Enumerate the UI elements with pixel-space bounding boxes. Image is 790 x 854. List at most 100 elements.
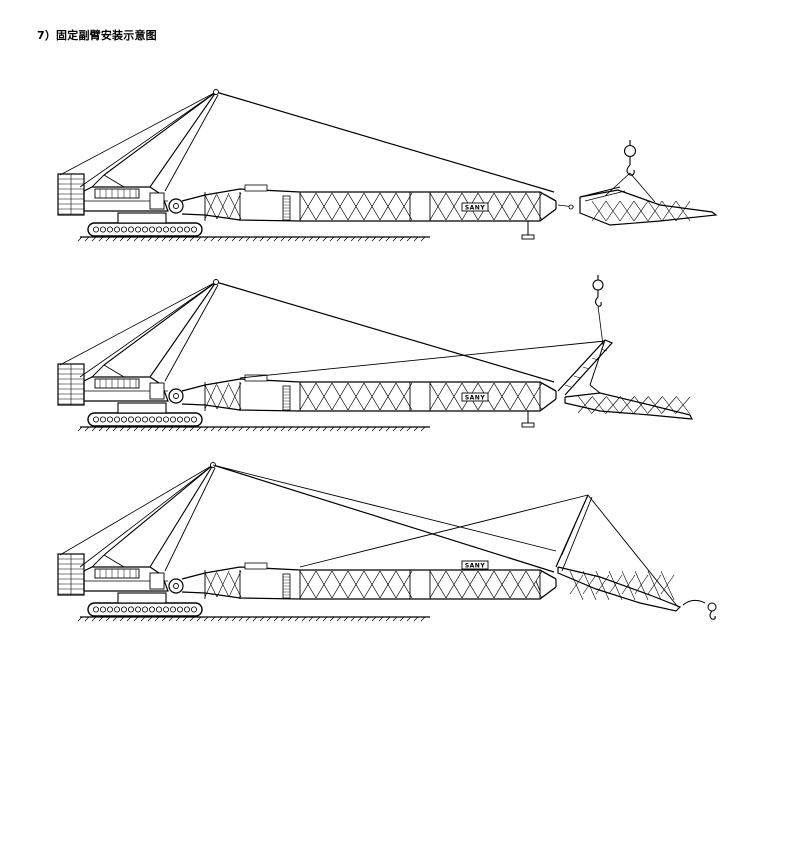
operator-cab [149,572,165,590]
boom-lacing [204,570,218,598]
ground-hatch [105,236,111,242]
car-body [117,212,167,224]
boom-foot-pin [173,393,179,399]
ground-hatch [175,236,181,242]
ground-hatch [399,426,405,432]
main-boom: SANY [181,560,557,600]
ground-hatch [392,236,398,242]
ground-hatch [105,426,111,432]
jib-lacing [633,200,649,222]
track-roller [100,226,107,233]
hook-sheave [592,279,604,291]
boom-lacing [228,572,242,598]
ground-hatch [140,616,146,622]
ground-hatch [210,426,216,432]
ground-hatch [126,616,132,622]
track-roller [162,416,169,423]
boom-walkway [244,562,268,570]
ground-hatch [112,616,118,622]
track-roller [107,416,114,423]
mast-strut-inner [164,94,219,192]
boom-lacing [216,192,230,220]
ground-hatch [294,426,300,432]
boom-lacing [509,570,527,599]
boom-lacing [379,570,397,599]
jib-lacing [675,396,691,414]
boom-pendant [215,281,555,383]
ground-hatch [301,236,307,242]
strut-lacing [591,357,599,361]
ground-hatch [322,616,328,622]
jib-lacing [569,570,584,601]
ground-hatch [294,616,300,622]
jib-backstay [299,494,589,568]
ground-hatch [245,236,251,242]
boom-bottom-chord [181,398,557,412]
crane-hook [626,164,635,176]
track-roller [155,226,162,233]
ground-hatch [217,236,223,242]
boom-lacing [395,382,413,411]
boom-lacing [347,192,365,221]
ground-hatch [133,236,139,242]
ground-hatch [294,236,300,242]
boom-lacing [216,572,230,598]
track-roller [127,226,134,233]
boom-lacing [395,192,413,221]
jib-pendant [587,494,679,608]
track-roller [162,226,169,233]
strut-lacing [561,524,576,556]
ground-hatch [196,616,202,622]
boom-lacing [363,570,381,599]
boom-lacing [493,570,511,599]
figure-step-1: SANY [0,75,790,250]
boom-lacing [525,192,543,221]
ground-hatch [133,616,139,622]
boom-lacing [363,192,381,221]
boom-lacing [204,384,218,410]
jib-lacing [647,396,663,414]
mast-strut [103,464,214,556]
track-roller [190,606,197,613]
boom-lacing [216,382,230,410]
strut-foot [589,384,601,394]
boom-lacing [315,382,333,411]
boom-lacing [493,382,511,411]
jib-lacing [608,574,623,595]
track-roller [176,226,183,233]
ground-hatch [336,616,342,622]
mast-strut [149,91,217,188]
boom-bottom-chord [181,208,557,222]
track-roller [176,606,183,613]
ground-hatch [406,426,412,432]
page-heading: 7）固定副臂安装示意图 [37,29,157,42]
ground-hatch [308,236,314,242]
ground-hatch [343,236,349,242]
ground-hatch [399,236,405,242]
boom-lacing [379,382,397,411]
track-roller [134,606,141,613]
jib-lacing [621,570,636,601]
backstay-pendant [59,91,217,176]
backstay-pendant [59,281,217,366]
ground-hatch [168,616,174,622]
ground-hatch [371,236,377,242]
ground-hatch [175,616,181,622]
crane-hook [709,610,716,620]
ground-hatch [287,426,293,432]
boom-pendant-upper [212,464,557,552]
boom-pendant [215,91,555,193]
ground-hatch [350,426,356,432]
ground-hatch [77,616,83,622]
ground-hatch [245,616,251,622]
ground-hatch [364,236,370,242]
track-roller [107,226,114,233]
jib-backstay [239,340,606,379]
engine-house [94,378,140,389]
boom-lacing [228,194,242,220]
connection-pin [568,204,574,210]
ground-hatch [203,426,209,432]
ground-hatch [210,236,216,242]
track-roller [121,226,128,233]
boom-logo: SANY [465,204,485,211]
